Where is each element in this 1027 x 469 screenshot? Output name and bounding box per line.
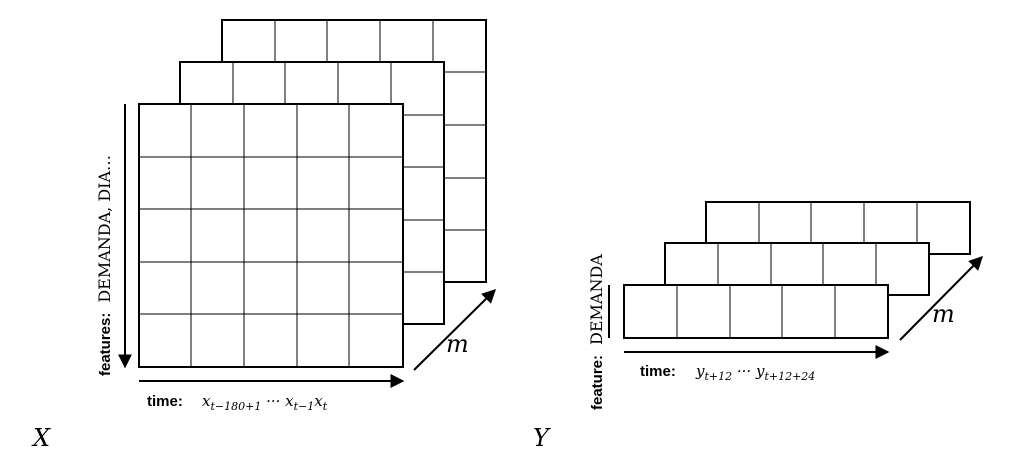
- left-depth-label: m: [446, 330, 469, 358]
- left-depth-axis-arrow: [413, 289, 496, 371]
- left-tensor: features: DEMANDA, DIA… time: xt−180+1 ·…: [31, 19, 496, 452]
- right-tensor-name: Y: [533, 424, 551, 452]
- right-time-axis-math: yt+12 ··· yt+12+24: [695, 362, 815, 383]
- left-time-axis-label: time:: [147, 393, 183, 410]
- left-time-axis-math: xt−180+1 ··· xt−1xt: [202, 392, 328, 413]
- left-layer-front: [138, 103, 404, 368]
- right-feature-axis-label: feature: DEMANDA: [587, 254, 606, 410]
- right-layer-front: [623, 284, 889, 339]
- right-time-axis-label: time:: [640, 363, 676, 380]
- right-depth-axis-arrow: [899, 256, 983, 341]
- left-feature-axis-label: features: DEMANDA, DIA…: [95, 155, 114, 376]
- right-tensor: feature: DEMANDA time: yt+12 ··· yt+12+2…: [533, 201, 983, 452]
- left-tensor-name: X: [31, 424, 51, 452]
- right-depth-label: m: [932, 300, 955, 328]
